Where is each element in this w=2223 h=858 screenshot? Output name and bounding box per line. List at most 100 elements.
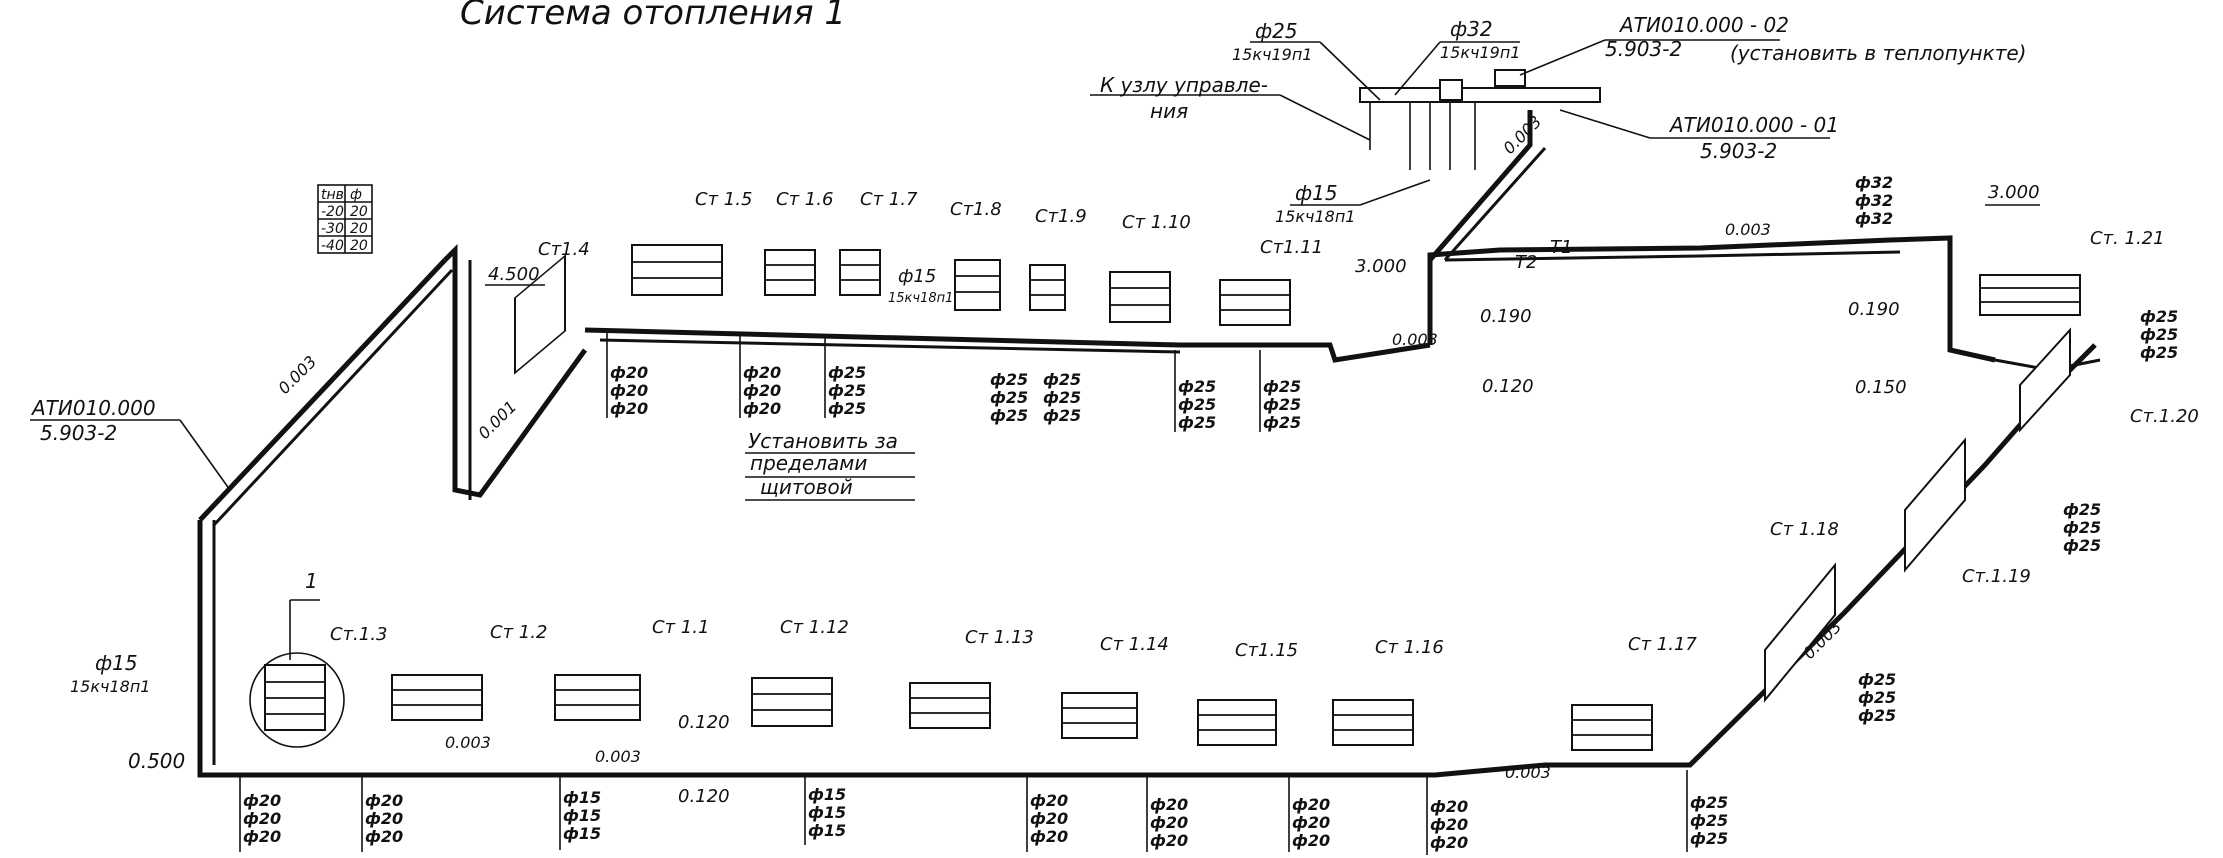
svg-text:ф20: ф20	[610, 363, 648, 382]
install-note: Установить за пределами щитовой	[745, 429, 915, 501]
top-labels: ф25 15кч19п1 ф32 15кч19п1 АТИ010.000 - 0…	[1100, 13, 2026, 226]
mark-t1: Т1	[1550, 237, 1572, 258]
riser-st1-5: Ст 1.5	[695, 189, 752, 210]
level-3000b: 3.000	[1988, 182, 2040, 203]
level-3000: 3.000	[1355, 256, 1407, 277]
riser-st1-16: Ст 1.16	[1375, 637, 1444, 658]
svg-text:ф32: ф32	[1855, 191, 1893, 210]
svg-text:ф20: ф20	[243, 791, 281, 810]
svg-text:ф25: ф25	[1043, 388, 1081, 407]
riser-st1-12: Ст 1.12	[780, 617, 849, 638]
svg-text:ф25: ф25	[828, 381, 866, 400]
slope-4: 0.003	[1725, 220, 1771, 239]
top-d15-valve: 15кч18п1	[1275, 207, 1355, 226]
svg-text:ф25: ф25	[1690, 829, 1728, 848]
svg-text:ф25: ф25	[828, 399, 866, 418]
riser-st1-10: Ст 1.10	[1122, 212, 1191, 233]
level-0190a: 0.190	[1480, 306, 1532, 327]
left-code: АТИ010.000	[30, 396, 156, 420]
svg-text:ф15: ф15	[808, 821, 846, 840]
svg-text:ф20: ф20	[1292, 795, 1330, 814]
svg-text:ф25: ф25	[1178, 413, 1216, 432]
riser-st1-11: Ст1.11	[1260, 237, 1323, 258]
slope-7: 0.003	[595, 747, 641, 766]
svg-text:ф20: ф20	[1430, 815, 1468, 834]
slope-3: 0.003	[1392, 330, 1438, 349]
to-control-unit-1: К узлу управле-	[1100, 73, 1268, 97]
svg-text:ф25: ф25	[1690, 811, 1728, 830]
callout-1: 1	[305, 569, 318, 593]
svg-text:ф20: ф20	[1430, 797, 1468, 816]
riser-st1-7: Ст 1.7	[860, 189, 918, 210]
svg-text:ф20: ф20	[1030, 827, 1068, 846]
svg-text:ф25: ф25	[1858, 706, 1896, 725]
level-4500: 4.500	[488, 264, 540, 285]
svg-text:ф20: ф20	[743, 399, 781, 418]
riser-st1-3: Ст.1.3	[330, 624, 387, 645]
code-01: АТИ010.000 - 01	[1668, 113, 1839, 137]
mark-t2: Т2	[1515, 252, 1537, 273]
svg-text:ф25: ф25	[990, 388, 1028, 407]
svg-text:ф25: ф25	[990, 370, 1028, 389]
slope-2: 0.001	[474, 397, 520, 443]
svg-text:ф15: ф15	[808, 785, 846, 804]
top-d15: ф15	[1295, 181, 1338, 205]
top-d32: ф32	[1450, 17, 1493, 41]
table-row1-t: -20	[321, 204, 344, 220]
svg-text:ф20: ф20	[365, 791, 403, 810]
slope-8: 0.003	[1505, 763, 1551, 782]
svg-text:ф25: ф25	[1043, 406, 1081, 425]
control-unit-node	[1359, 69, 1601, 170]
riser-st1-14: Ст 1.14	[1100, 634, 1169, 655]
svg-text:ф25: ф25	[2063, 536, 2101, 555]
code-02: АТИ010.000 - 02	[1618, 13, 1789, 37]
left-d15-valve: 15кч18п1	[70, 677, 150, 696]
riser-st1-20: Ст.1.20	[2130, 406, 2199, 427]
riser-st1-2: Ст 1.2	[490, 622, 547, 643]
svg-text:ф20: ф20	[243, 809, 281, 828]
diagram-title: Система отопления 1	[460, 0, 846, 33]
table-row1-d: 20	[350, 204, 368, 220]
svg-text:ф25: ф25	[1263, 413, 1301, 432]
table-row2-t: -30	[321, 221, 344, 237]
level-0120a: 0.120	[1482, 376, 1534, 397]
table-row3-t: -40	[321, 238, 344, 254]
left-code-std: 5.903-2	[40, 421, 117, 445]
svg-text:ф20: ф20	[1030, 809, 1068, 828]
svg-text:ф32: ф32	[1855, 209, 1893, 228]
valve-note-valve: 15кч18п1	[888, 291, 953, 306]
valve-note: ф15 15кч18п1	[888, 266, 953, 306]
top-leaders	[1090, 39, 1830, 206]
riser-st1-21: Ст. 1.21	[2090, 228, 2165, 249]
riser-st1-1: Ст 1.1	[652, 617, 709, 638]
svg-text:ф25: ф25	[1858, 670, 1896, 689]
temperature-table: tнв ф -20 20 -30 20 -40 20	[317, 184, 373, 254]
code-02-std: 5.903-2	[1605, 37, 1682, 61]
svg-text:ф20: ф20	[1292, 813, 1330, 832]
riser-st1-15: Ст1.15	[1235, 640, 1298, 661]
svg-text:ф25: ф25	[828, 363, 866, 382]
riser-st1-19: Ст.1.19	[1962, 566, 2031, 587]
riser-st1-13: Ст 1.13	[965, 627, 1034, 648]
svg-text:ф15: ф15	[563, 806, 601, 825]
riser-st1-8: Ст1.8	[950, 199, 1002, 220]
svg-text:ф15: ф15	[563, 788, 601, 807]
svg-text:ф20: ф20	[243, 827, 281, 846]
svg-text:ф25: ф25	[990, 406, 1028, 425]
level-0190b: 0.190	[1848, 299, 1900, 320]
level-0150: 0.150	[1855, 377, 1907, 398]
svg-text:ф25: ф25	[1043, 370, 1081, 389]
svg-text:ф32: ф32	[1855, 173, 1893, 192]
svg-text:ф20: ф20	[365, 809, 403, 828]
